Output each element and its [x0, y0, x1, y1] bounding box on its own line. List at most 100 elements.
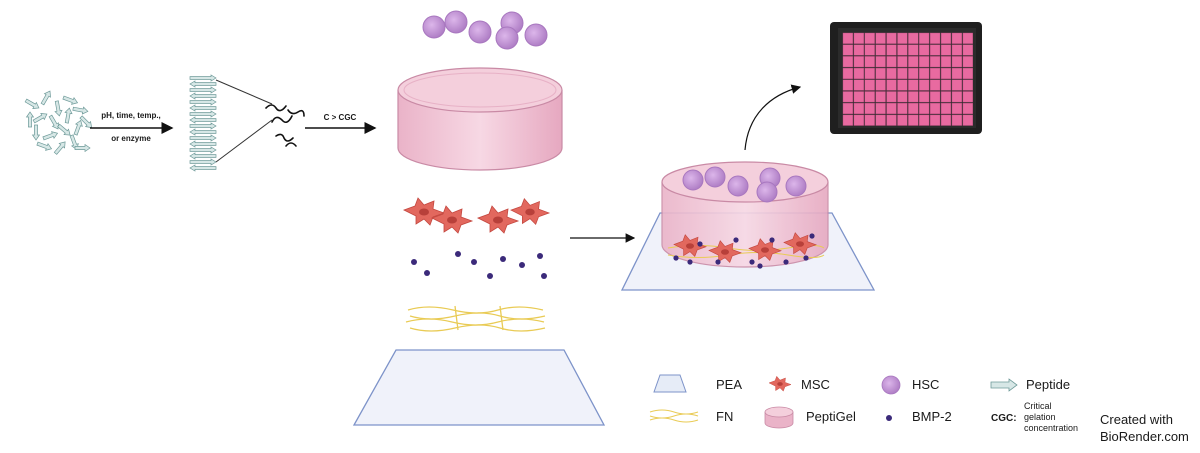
peptide-arrow-icon — [31, 124, 41, 141]
plate-well — [886, 67, 897, 79]
plate-well — [864, 91, 875, 103]
plate-well — [875, 32, 886, 44]
beta-strand-icon — [189, 104, 217, 112]
plate-well — [908, 44, 919, 56]
hsc-cell-icon — [444, 10, 468, 34]
fn-layer — [405, 305, 546, 332]
legend-fn-label: FN — [716, 409, 733, 424]
plate-well — [842, 67, 854, 79]
plate-well — [853, 114, 864, 126]
beta-strand-icon — [189, 80, 217, 88]
bmp2-dot-icon — [697, 241, 703, 247]
plate-well — [875, 91, 886, 103]
bmp2-dot-icon — [715, 259, 721, 265]
plate-well — [886, 44, 897, 56]
plate-well — [853, 91, 864, 103]
plate-well — [962, 91, 973, 103]
bmp2-dot-icon — [471, 259, 477, 265]
legend-hsc-label: HSC — [912, 377, 939, 392]
plate-well — [919, 79, 930, 91]
plate-well — [919, 91, 930, 103]
bmp2-dot-icon — [519, 262, 525, 268]
plate-well — [842, 56, 854, 68]
pea-substrate — [352, 349, 606, 426]
plate-well — [853, 32, 864, 44]
peptide-arrow-icon — [36, 141, 53, 151]
plate-well — [842, 44, 854, 56]
beta-strand-icon — [189, 86, 217, 94]
peptide-arrow-icon — [25, 111, 35, 128]
plate-well — [930, 44, 941, 56]
plate-well — [908, 102, 919, 114]
bmp2-dot-icon — [687, 259, 693, 265]
plate-well — [930, 91, 941, 103]
plate-well — [897, 67, 908, 79]
msc-cell-icon — [673, 234, 707, 257]
bmp2-dot-icon — [455, 251, 461, 257]
plate-well — [886, 91, 897, 103]
msc-cell-icon — [476, 205, 520, 234]
hsc-cluster-top — [422, 10, 548, 50]
plate-well — [842, 114, 854, 126]
plate-well — [853, 44, 864, 56]
legend-peptide-label: Peptide — [1026, 377, 1070, 392]
beta-strand-icon — [189, 128, 217, 136]
plate-well — [875, 102, 886, 114]
msc-cell-icon — [783, 232, 817, 255]
beta-strand-icon — [189, 98, 217, 106]
bmp2-dot-icon — [757, 263, 763, 269]
plate-well — [897, 56, 908, 68]
plate-well — [930, 56, 941, 68]
legend-fn-icon — [649, 409, 699, 423]
construct-msc-cells — [673, 232, 817, 263]
peptide-arrow-icon — [40, 90, 51, 106]
gelation-condition-label: C > CGC — [324, 113, 357, 122]
plate-well — [842, 32, 854, 44]
plate-well — [897, 44, 908, 56]
bmp2-dot-icon — [769, 237, 775, 243]
plate-well — [875, 44, 886, 56]
plate-well — [940, 67, 952, 79]
plate-well — [951, 79, 963, 91]
plate-well — [897, 32, 908, 44]
plate-well — [940, 114, 952, 126]
plate-well — [919, 102, 930, 114]
plate-well — [919, 56, 930, 68]
plate-well — [940, 56, 952, 68]
bmp2-dot-icon — [803, 255, 809, 261]
plate-well — [951, 67, 963, 79]
plate-well — [951, 114, 963, 126]
plate-well — [962, 79, 973, 91]
plate-well — [951, 32, 963, 44]
hsc-cell-icon — [468, 20, 492, 44]
bmp2-dot-icon — [733, 237, 739, 243]
legend-bmp2-icon — [886, 415, 892, 421]
beta-strand-icon — [189, 122, 217, 130]
plate-well — [875, 79, 886, 91]
beta-strand-icon — [189, 164, 217, 172]
construct-bmp2-dots — [673, 233, 815, 269]
plate-well — [908, 67, 919, 79]
plate-well — [897, 91, 908, 103]
assembly-condition-label-2: or enzyme — [111, 134, 151, 143]
beta-strand-icon — [189, 110, 217, 118]
legend-cgc-line2: gelation — [1024, 412, 1056, 422]
hsc-cell-icon — [785, 175, 807, 197]
assembly-condition-label-1: pH, time, temp., — [101, 111, 161, 120]
plate-well — [875, 56, 886, 68]
plate-well — [853, 67, 864, 79]
plate-well — [962, 44, 973, 56]
peptide-arrow-icon — [42, 131, 59, 141]
bmp2-dot-icon — [500, 256, 506, 262]
plate-well — [962, 56, 973, 68]
plate-well — [864, 32, 875, 44]
plate-well — [930, 67, 941, 79]
plate-well — [930, 114, 941, 126]
plate-well — [842, 79, 854, 91]
plate-well — [908, 79, 919, 91]
hsc-cell-icon — [524, 23, 548, 47]
bmp2-dot-icon — [537, 253, 543, 259]
plate-well — [962, 102, 973, 114]
peptide-arrow-icon — [48, 114, 59, 130]
peptide-arrow-icon — [74, 143, 91, 153]
